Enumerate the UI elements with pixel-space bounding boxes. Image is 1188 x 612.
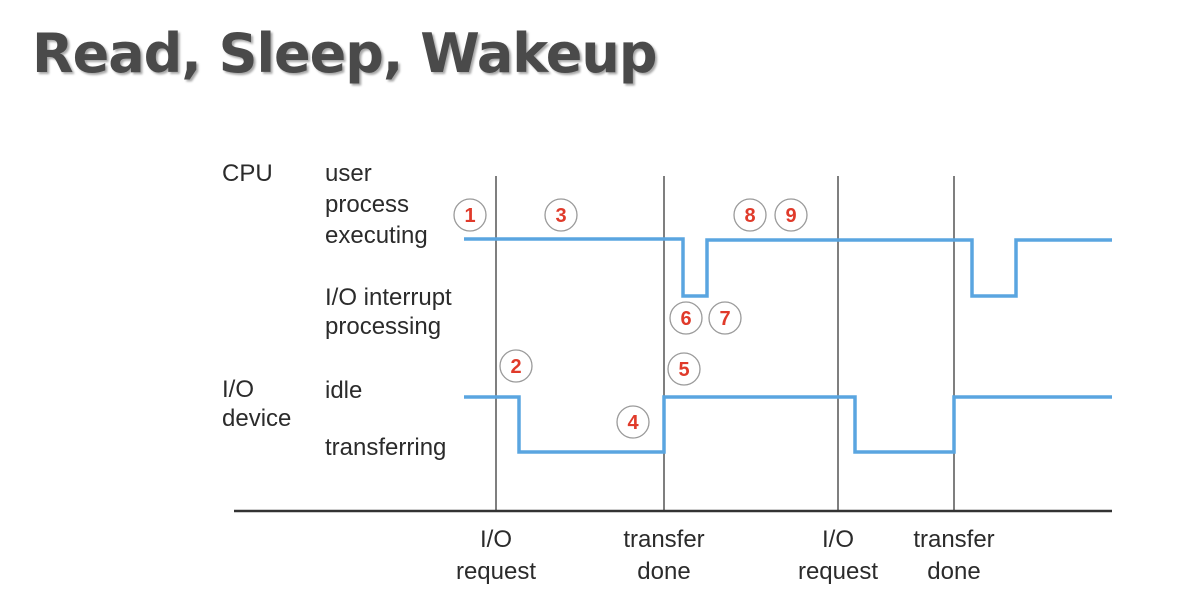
step-badge-6: 6 <box>669 301 703 335</box>
event-label-io-request-1-line1: I/O <box>480 526 512 553</box>
step-badge-3: 3 <box>544 198 578 232</box>
cpu-signal-line <box>464 237 1112 298</box>
step-badge-number: 3 <box>555 205 566 227</box>
io-device-label-line2: device <box>222 405 291 432</box>
cpu-state-user-line2: process <box>325 191 409 218</box>
step-badge-1: 1 <box>453 198 487 232</box>
step-badge-number: 7 <box>719 308 730 330</box>
event-label-io-request-1-line2: request <box>456 558 536 585</box>
step-badge-number: 2 <box>510 356 521 378</box>
cpu-label: CPU <box>222 160 273 187</box>
cpu-state-user-line1: user <box>325 160 372 187</box>
step-badge-5: 5 <box>667 352 701 386</box>
event-label-transfer-done-1-line1: transfer <box>623 526 704 553</box>
io-device-label-line1: I/O <box>222 376 254 403</box>
cpu-state-interrupt-line1: I/O interrupt <box>325 284 452 311</box>
step-badge-8: 8 <box>733 198 767 232</box>
event-label-transfer-done-2-line1: transfer <box>913 526 994 553</box>
cpu-state-user-line3: executing <box>325 222 428 249</box>
io-signal-line <box>464 395 1112 454</box>
step-badge-2: 2 <box>499 349 533 383</box>
event-label-io-request-2-line1: I/O <box>822 526 854 553</box>
step-badge-number: 4 <box>627 412 639 434</box>
step-badge-number: 6 <box>680 308 691 330</box>
event-label-io-request-2-line2: request <box>798 558 878 585</box>
cpu-state-interrupt-line2: processing <box>325 313 441 340</box>
step-badge-number: 1 <box>464 205 475 227</box>
step-badge-number: 9 <box>785 205 796 227</box>
step-badge-number: 5 <box>678 359 689 381</box>
io-state-idle: idle <box>325 377 362 404</box>
event-label-transfer-done-2-line2: done <box>927 558 980 585</box>
slide-title: Read, Sleep, Wakeup <box>32 22 657 85</box>
step-badge-number: 8 <box>744 205 755 227</box>
step-badge-7: 7 <box>708 301 742 335</box>
event-label-transfer-done-1-line2: done <box>637 558 690 585</box>
step-badge-4: 4 <box>616 405 650 439</box>
io-state-transferring: transferring <box>325 434 446 461</box>
step-badge-9: 9 <box>774 198 808 232</box>
